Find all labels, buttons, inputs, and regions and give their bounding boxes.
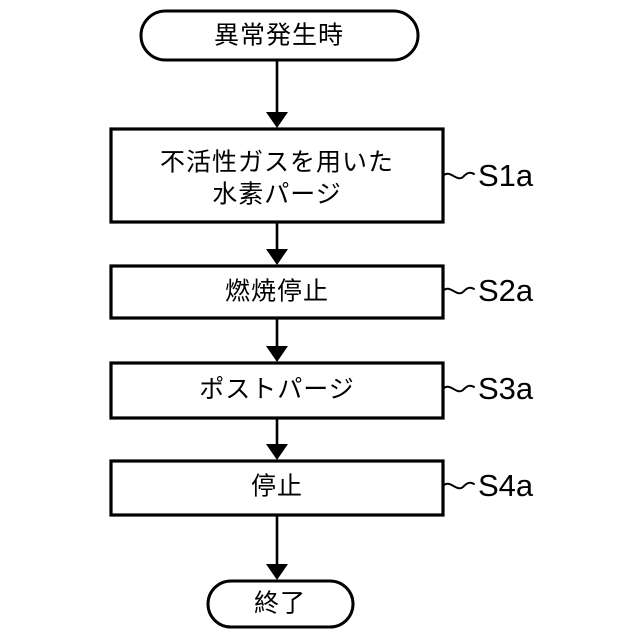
step-label-s3a-group: S3a (442, 371, 534, 406)
edge-s1a-to-s2a (266, 222, 288, 265)
tilde-connector-icon (442, 171, 475, 180)
end-node-shape (206, 579, 355, 629)
node-start[interactable]: 異常発生時 (139, 9, 420, 62)
step-label-s3a: S3a (478, 371, 534, 406)
s3a-node-label: ポストパージ (199, 376, 355, 404)
step-label-s1a: S1a (478, 158, 534, 193)
s1a-node-label-line1: 不活性ガスを用いた (160, 149, 394, 177)
arrow-head-icon (266, 564, 288, 580)
node-end[interactable]: 終了 (206, 579, 355, 629)
step-label-s2a-group: S2a (442, 273, 534, 308)
edge-s4a-to-end (266, 515, 288, 580)
arrow-head-icon (266, 249, 288, 265)
start-node-label: 異常発生時 (214, 22, 344, 50)
tilde-connector-icon (442, 286, 475, 295)
step-label-s1a-group: S1a (442, 158, 534, 193)
arrow-head-icon (266, 112, 288, 128)
edge-s3a-to-s4a (266, 418, 288, 460)
node-s1a[interactable]: 不活性ガスを用いた 水素パージ (109, 127, 445, 224)
start-node-shape (139, 9, 420, 62)
s1a-node-shape (109, 127, 445, 224)
s4a-node-label: 停止 (251, 473, 303, 501)
s1a-node-label-line2: 水素パージ (212, 181, 342, 209)
node-s2a[interactable]: 燃焼停止 (109, 264, 445, 320)
end-node-label: 終了 (254, 590, 306, 618)
tilde-connector-icon (442, 384, 475, 393)
node-s3a[interactable]: ポストパージ (109, 361, 445, 420)
step-label-s4a: S4a (478, 468, 534, 503)
edge-s2a-to-s3a (266, 318, 288, 362)
tilde-connector-icon (442, 481, 475, 490)
step-label-s4a-group: S4a (442, 468, 534, 503)
arrow-head-icon (266, 444, 288, 460)
edge-start-to-s1a (266, 60, 288, 128)
step-label-s2a: S2a (478, 273, 534, 308)
node-s4a[interactable]: 停止 (109, 459, 445, 517)
arrow-head-icon (266, 346, 288, 362)
s3a-node-shape (109, 361, 445, 420)
s2a-node-label: 燃焼停止 (225, 278, 329, 306)
